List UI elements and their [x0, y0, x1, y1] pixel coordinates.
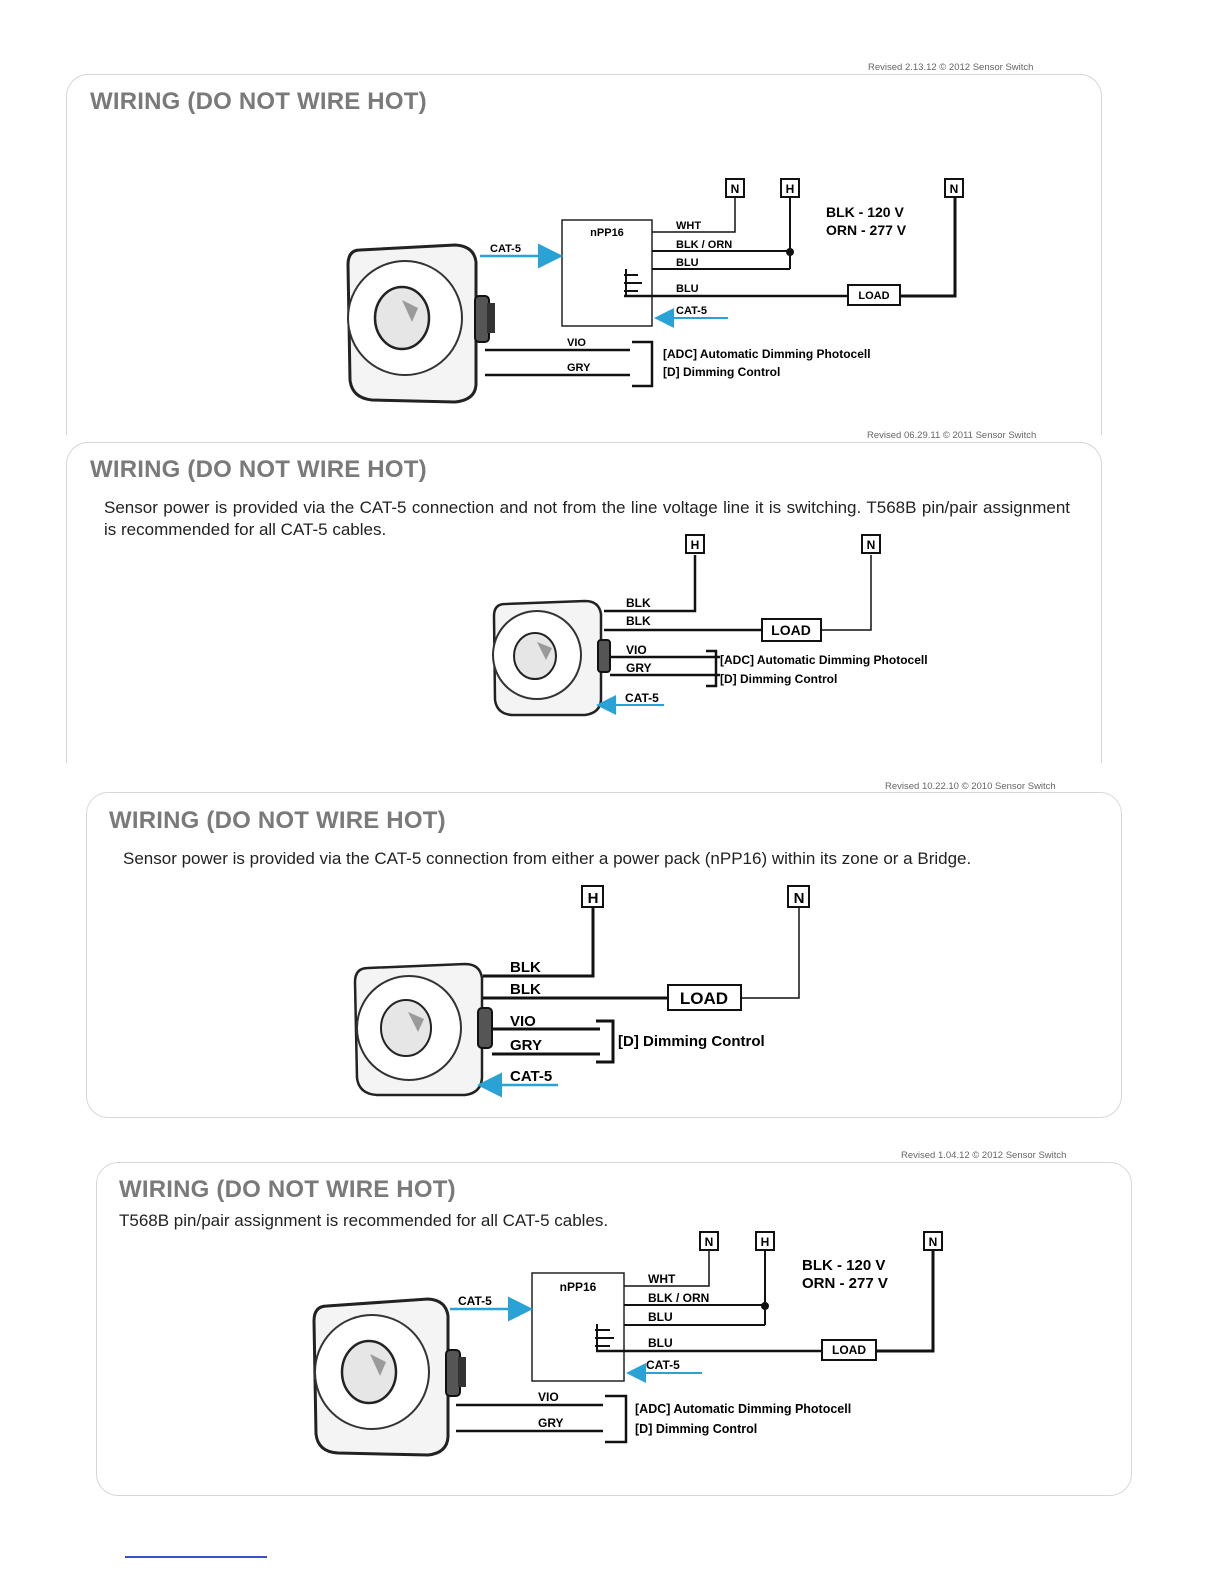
cat5-in-label: CAT-5	[490, 243, 521, 255]
hot-terminal	[780, 178, 800, 198]
wire-label-blk: BLK	[626, 614, 651, 628]
neutral-terminal	[787, 885, 810, 908]
hot-label: H	[786, 182, 795, 196]
wiring-diagram: H N BLK BLK LOAD VIO GRY [D] Dimming Con…	[353, 885, 810, 1098]
neutral-terminal	[944, 178, 964, 198]
sensor-device	[346, 243, 495, 404]
hot-label: H	[588, 890, 599, 907]
power-pack-box	[561, 219, 653, 327]
revision-note: Revised 1.04.12 © 2012 Sensor Switch	[901, 1150, 1067, 1161]
dimming-label: [D] Dimming Control	[618, 1033, 765, 1050]
panel-description: Sensor power is provided via the CAT-5 c…	[123, 849, 972, 868]
dimming-label: [D] Dimming Control	[663, 365, 780, 379]
wire-label-wht: WHT	[648, 1272, 676, 1286]
power-pack-box	[531, 1272, 625, 1382]
dimming-label: [D] Dimming Control	[635, 1422, 757, 1436]
wire-label-wht: WHT	[676, 220, 701, 232]
voltage-label: BLK - 120 V	[802, 1257, 885, 1274]
sensor-device	[492, 599, 611, 717]
neutral-label: N	[794, 890, 805, 907]
wire-label-gry: GRY	[538, 1416, 564, 1430]
neutral-terminal	[725, 178, 745, 198]
adc-label: [ADC] Automatic Dimming Photocell	[663, 347, 871, 361]
dimming-label: [D] Dimming Control	[720, 672, 837, 686]
wire-label-blk-orn: BLK / ORN	[648, 1291, 709, 1305]
wire-label-blu: BLU	[648, 1336, 673, 1350]
wiring-diagram: nPP16 CAT-5 WHT BLK / ORN BLU BLU CAT-5 …	[312, 1231, 943, 1457]
panel-title: WIRING (DO NOT WIRE HOT)	[109, 807, 446, 834]
wire-label-vio: VIO	[538, 1390, 559, 1404]
wire-label-vio: VIO	[510, 1013, 536, 1030]
wire-label-gry: GRY	[626, 661, 652, 675]
ground-symbol	[595, 1324, 614, 1351]
revision-note: Revised 06.29.11 © 2011 Sensor Switch	[867, 430, 1037, 441]
load-box	[847, 284, 901, 306]
cat5-out-label: CAT-5	[676, 305, 707, 317]
hot-terminal	[685, 534, 705, 554]
sensor-device	[312, 1297, 466, 1457]
voltage-label: ORN - 277 V	[826, 222, 907, 238]
panel-title: WIRING (DO NOT WIRE HOT)	[119, 1176, 456, 1203]
ground-symbol	[624, 269, 642, 296]
hot-label: H	[761, 1235, 770, 1249]
wiring-diagram: H N BLK BLK LOAD VIO GRY [ADC] Automatic…	[492, 534, 928, 717]
cat5-out-label: CAT-5	[646, 1358, 680, 1372]
load-box	[667, 984, 742, 1011]
wire-label-blk: BLK	[510, 981, 541, 998]
wiring-diagram: nPP16 CAT-5 WHT BLK / ORN BLU BLU CAT-5 …	[346, 178, 964, 404]
load-label: LOAD	[832, 1343, 866, 1357]
neutral-terminal	[699, 1231, 719, 1251]
voltage-label: ORN - 277 V	[802, 1275, 888, 1292]
revision-note: Revised 10.22.10 © 2010 Sensor Switch	[885, 781, 1056, 792]
line-wires	[483, 908, 800, 1064]
footer-rule	[125, 1556, 267, 1558]
wire-label-blk: BLK	[510, 959, 541, 976]
load-box	[761, 618, 822, 642]
hot-terminal	[581, 885, 604, 908]
device-label: nPP16	[560, 1280, 597, 1294]
wire-label-blk: BLK	[626, 596, 651, 610]
panel-description: Sensor power is provided via the CAT-5 c…	[104, 498, 1070, 539]
load-label: LOAD	[858, 290, 889, 302]
load-box	[821, 1339, 877, 1361]
adc-label: [ADC] Automatic Dimming Photocell	[635, 1402, 851, 1416]
wire-label-blu: BLU	[648, 1310, 673, 1324]
panel-title: WIRING (DO NOT WIRE HOT)	[90, 88, 427, 115]
neutral-label: N	[867, 538, 876, 552]
neutral-terminal	[923, 1231, 943, 1251]
hot-terminal	[755, 1231, 775, 1251]
line-wires	[604, 555, 872, 688]
panel-title: WIRING (DO NOT WIRE HOT)	[90, 456, 427, 483]
load-label: LOAD	[680, 989, 728, 1008]
cat5-label: CAT-5	[510, 1068, 552, 1085]
adc-label: [ADC] Automatic Dimming Photocell	[720, 653, 928, 667]
revision-note: Revised 2.13.12 © 2012 Sensor Switch	[868, 62, 1034, 73]
wire-label-vio: VIO	[567, 337, 586, 349]
cat5-label: CAT-5	[625, 691, 659, 705]
sensor-device	[353, 962, 493, 1097]
wiring-panel	[86, 792, 1122, 1118]
junction-dot	[761, 1302, 769, 1310]
wire-label-blk-orn: BLK / ORN	[676, 239, 732, 251]
device-label: nPP16	[590, 227, 624, 239]
neutral-label: N	[929, 1235, 938, 1249]
wire-label-gry: GRY	[510, 1037, 542, 1054]
dimming-wires	[485, 340, 654, 388]
neutral-terminal	[861, 534, 881, 554]
cat5-in-label: CAT-5	[458, 1294, 492, 1308]
load-label: LOAD	[771, 622, 811, 638]
wire-label-gry: GRY	[567, 362, 591, 374]
dimming-wires	[456, 1394, 628, 1444]
neutral-label: N	[705, 1235, 714, 1249]
wire-label-blu: BLU	[676, 283, 699, 295]
voltage-label: BLK - 120 V	[826, 204, 904, 220]
panel-description: T568B pin/pair assignment is recommended…	[119, 1211, 609, 1230]
neutral-label: N	[731, 182, 740, 196]
neutral-label: N	[950, 182, 959, 196]
wire-label-vio: VIO	[626, 643, 647, 657]
junction-dot	[786, 248, 794, 256]
wire-label-blu: BLU	[676, 257, 699, 269]
hot-label: H	[691, 538, 700, 552]
